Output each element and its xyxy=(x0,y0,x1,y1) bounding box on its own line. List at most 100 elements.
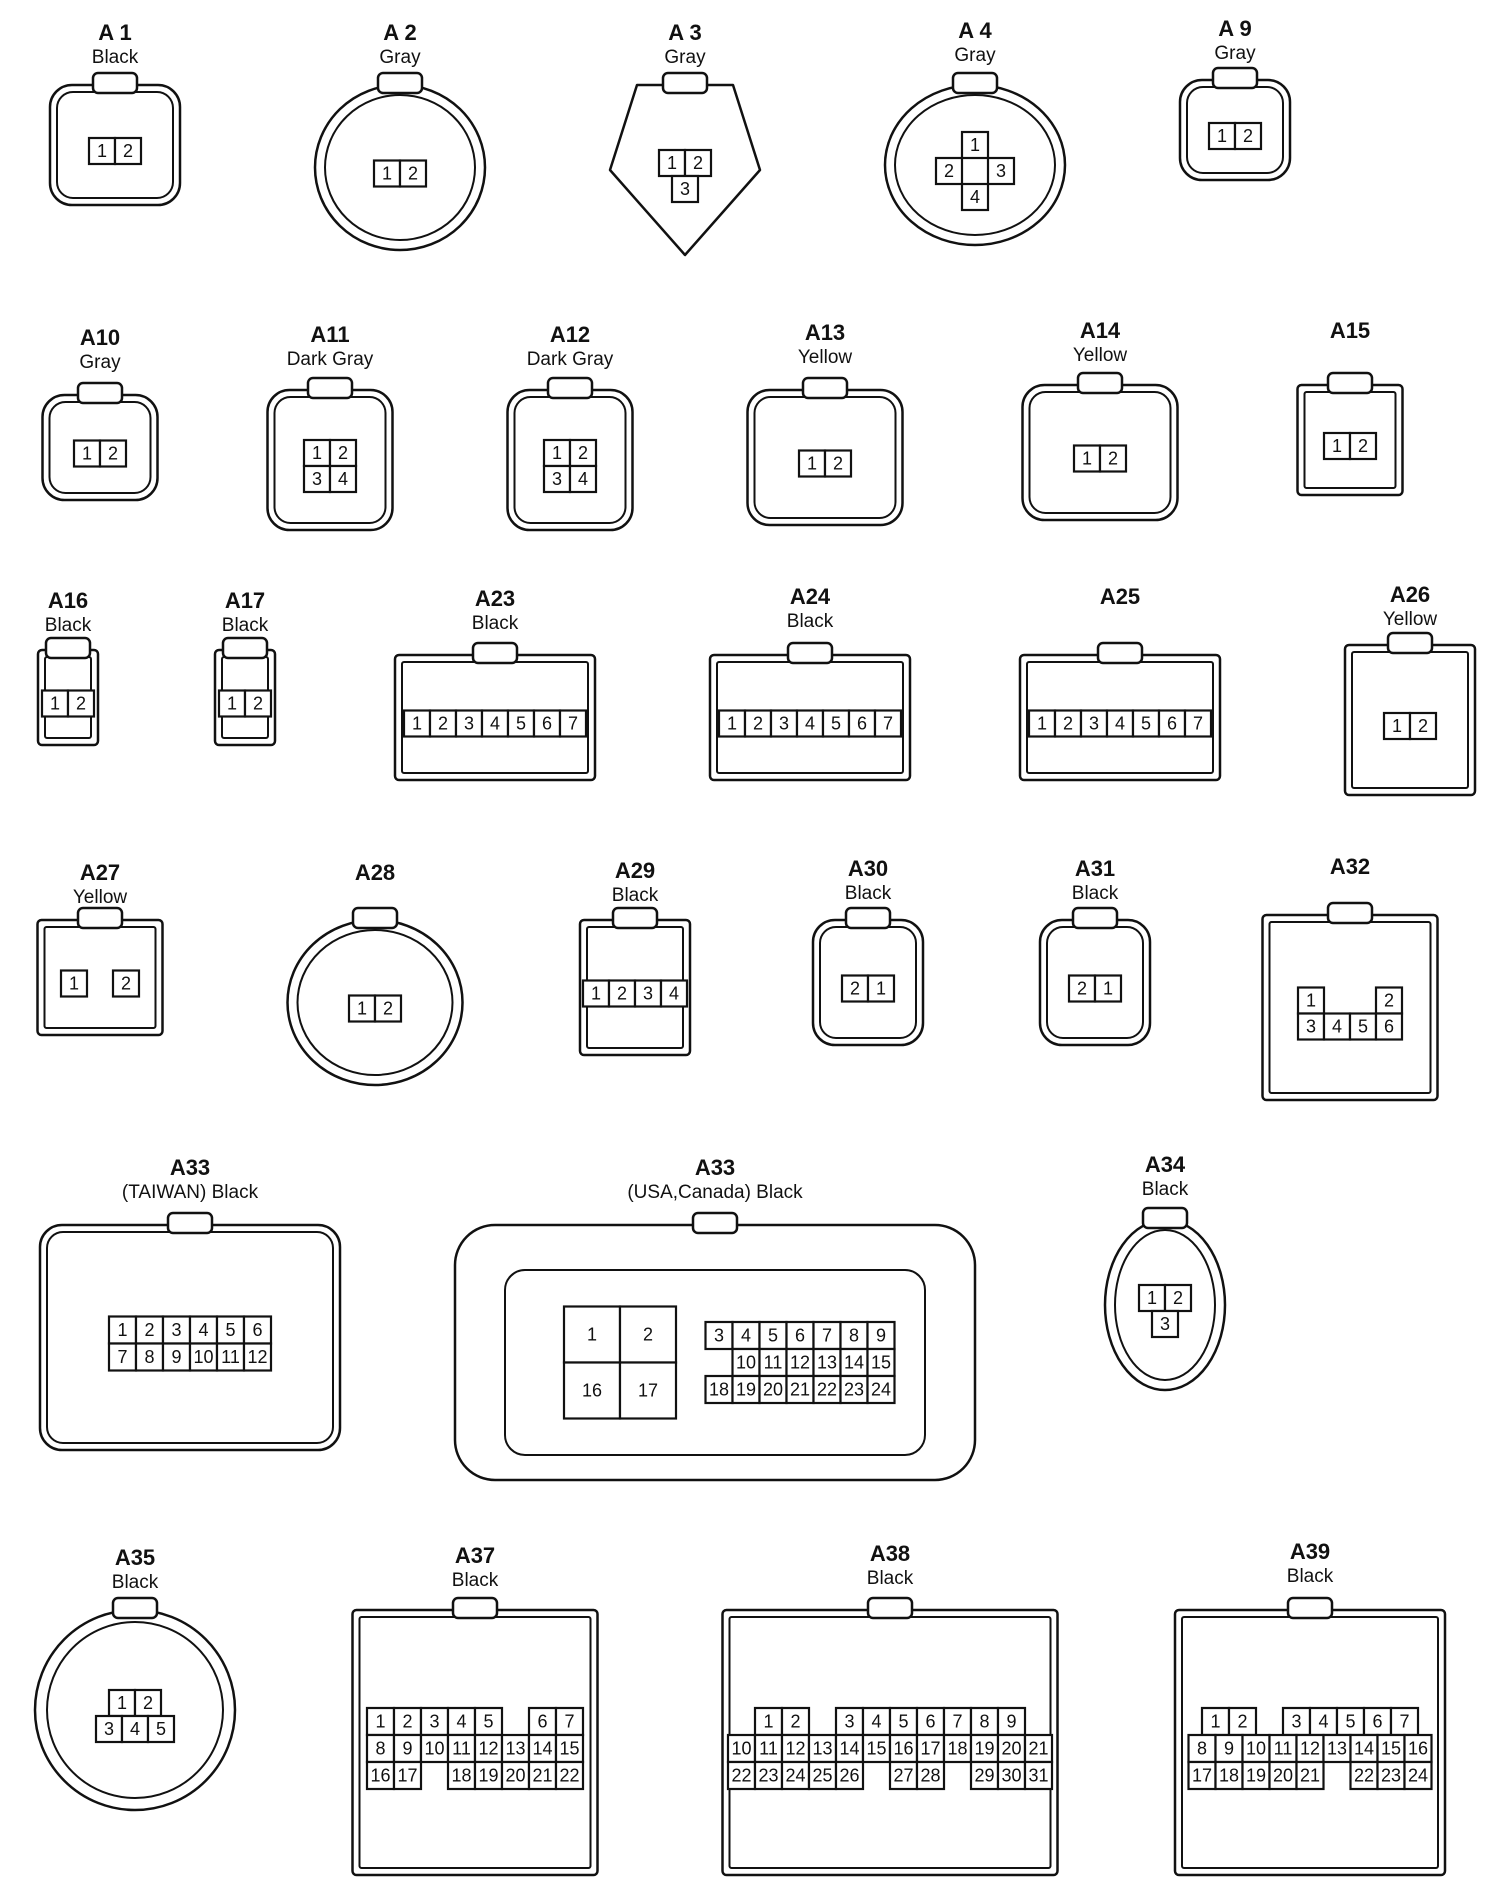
connector-a38-pin-31: 31 xyxy=(1028,1766,1048,1786)
connector-a39-pin-2-cavity xyxy=(1227,1706,1258,1737)
connector-a30-pin-1: 1 xyxy=(876,979,886,999)
connector-a33-taiwan-pin-10-cavity xyxy=(188,1342,219,1372)
connector-a34-inner-ring xyxy=(1114,1229,1216,1381)
connector-a17-color-label: Black xyxy=(222,615,269,636)
connector-a33-usa-pin-18-cavity xyxy=(704,1374,734,1405)
connector-a23-id-label: A23 xyxy=(475,586,515,611)
connector-a33-usa-pin-20: 20 xyxy=(763,1380,783,1400)
connector-a33-usa-pin-24-cavity xyxy=(866,1374,896,1405)
connector-a25-pin-7-cavity xyxy=(1183,709,1213,738)
connector-a-3-pin-3: 3 xyxy=(680,179,690,199)
connector-a33-usa-pin-23: 23 xyxy=(844,1380,864,1400)
connector-a33-taiwan-pin-2: 2 xyxy=(144,1320,154,1340)
connector-a38-pin-10: 10 xyxy=(731,1739,751,1759)
connector-a24-pin-5: 5 xyxy=(831,714,841,734)
connector-a37-pin-3: 3 xyxy=(429,1712,439,1732)
connector-a39-color-label: Black xyxy=(1287,1566,1334,1587)
connector-a38-pin-30-cavity xyxy=(996,1760,1027,1791)
connector-a15-pin-1-cavity xyxy=(1322,431,1352,461)
connector-a12-color-label: Dark Gray xyxy=(527,349,614,370)
connector-a11-latch xyxy=(306,376,354,400)
connector-a11-pin-4: 4 xyxy=(338,469,348,489)
connector-a38-pin-15: 15 xyxy=(866,1739,886,1759)
connector-a25-id-label: A25 xyxy=(1100,584,1140,609)
connector-a33-usa-pin-2: 2 xyxy=(643,1325,653,1345)
connector-a37-pin-22-cavity xyxy=(554,1760,585,1791)
connector-a33-usa-pin-4: 4 xyxy=(741,1326,751,1346)
connector-a35-pin-2: 2 xyxy=(143,1693,153,1713)
connector-a25-latch xyxy=(1096,641,1144,665)
connector-a33-usa-pin-13: 13 xyxy=(817,1353,837,1373)
connector-a34-pin-1-cavity xyxy=(1137,1283,1167,1313)
connector-a33-taiwan-pin-7-cavity xyxy=(107,1342,138,1372)
connector-a25-pin-3: 3 xyxy=(1089,714,1099,734)
connector-a38-pin-11-cavity xyxy=(753,1733,784,1764)
connector-a33-usa-pin-1-cavity xyxy=(562,1305,622,1364)
connector-a32-pin-3-cavity xyxy=(1296,1012,1326,1041)
connector-a33-taiwan-pin-4: 4 xyxy=(198,1320,208,1340)
connector-a33-usa-pin-12: 12 xyxy=(790,1353,810,1373)
connector-a33-usa-pin-9: 9 xyxy=(876,1326,886,1346)
connector-a25-pin-5-cavity xyxy=(1131,709,1161,738)
connector-a23-pin-4: 4 xyxy=(490,714,500,734)
connector-a16-pin-2: 2 xyxy=(76,694,86,714)
connector-a35-pin-1: 1 xyxy=(117,1693,127,1713)
connector-a24-latch xyxy=(786,641,834,665)
connector-a24-pin-2: 2 xyxy=(753,714,763,734)
connector-a39-latch xyxy=(1286,1596,1334,1620)
connector-a33-usa-pin-10-cavity xyxy=(731,1347,761,1378)
connector-a37-pin-13: 13 xyxy=(505,1739,525,1759)
connector-a10-color-label: Gray xyxy=(79,352,121,373)
connector-a39-pin-3: 3 xyxy=(1291,1712,1301,1732)
connector-a39-pin-9: 9 xyxy=(1224,1739,1234,1759)
connector-a37-pin-7: 7 xyxy=(564,1712,574,1732)
connector-a33-usa-pin-16: 16 xyxy=(582,1381,602,1401)
connector-a38-pin-23: 23 xyxy=(758,1766,778,1786)
connector-a35-inner-ring xyxy=(46,1621,224,1799)
connector-a39-pin-24: 24 xyxy=(1408,1766,1428,1786)
connector-a-4-pin-4-cavity xyxy=(960,182,990,212)
connector-a37-pin-17: 17 xyxy=(397,1766,417,1786)
connector-a25-pin-2-cavity xyxy=(1053,709,1083,738)
connector-a33-taiwan-pin-5: 5 xyxy=(225,1320,235,1340)
connector-a38-pin-13: 13 xyxy=(812,1739,832,1759)
connector-a38-color-label: Black xyxy=(867,1568,914,1589)
connector-a35-pin-4: 4 xyxy=(130,1719,140,1739)
connector-a-9-id-label: A 9 xyxy=(1218,16,1251,41)
connector-a38-latch xyxy=(866,1596,914,1620)
connector-a32-pin-2: 2 xyxy=(1384,991,1394,1011)
connector-a16-latch xyxy=(44,636,92,660)
connector-a38-pin-24: 24 xyxy=(785,1766,805,1786)
connector-a38-pin-24-cavity xyxy=(780,1760,811,1791)
connector-a38-pin-7: 7 xyxy=(952,1712,962,1732)
connector-a33-taiwan-pin-6-cavity xyxy=(242,1315,273,1345)
connector-a33-usa-pin-2-cavity xyxy=(618,1305,678,1364)
connector-a23-pin-1: 1 xyxy=(412,714,422,734)
connector-a-4-id-label: A 4 xyxy=(958,18,992,43)
connector-a33-usa-pin-10: 10 xyxy=(736,1353,756,1373)
connector-a23-pin-7: 7 xyxy=(568,714,578,734)
connector-a23-pin-7-cavity xyxy=(558,709,588,738)
connector-a-2-latch xyxy=(376,71,424,95)
connector-a31-id-label: A31 xyxy=(1075,856,1115,881)
connector-a33-taiwan-pin-12: 12 xyxy=(247,1347,267,1367)
connector-a26-latch xyxy=(1386,631,1434,655)
connector-a23-pin-2: 2 xyxy=(438,714,448,734)
connector-a39-pin-5: 5 xyxy=(1345,1712,1355,1732)
connector-a-4-latch xyxy=(951,71,999,95)
connector-a29-pin-4: 4 xyxy=(669,984,679,1004)
connector-a33-taiwan-latch xyxy=(166,1211,214,1235)
connector-a39-pin-24-cavity xyxy=(1403,1760,1433,1791)
connector-a33-usa-pin-22: 22 xyxy=(817,1380,837,1400)
connector-a38-pin-30: 30 xyxy=(1001,1766,1021,1786)
connector-a-4-pin-3: 3 xyxy=(996,161,1006,181)
connector-a38-pin-31-cavity xyxy=(1023,1760,1054,1791)
connector-a14-color-label: Yellow xyxy=(1073,345,1128,366)
